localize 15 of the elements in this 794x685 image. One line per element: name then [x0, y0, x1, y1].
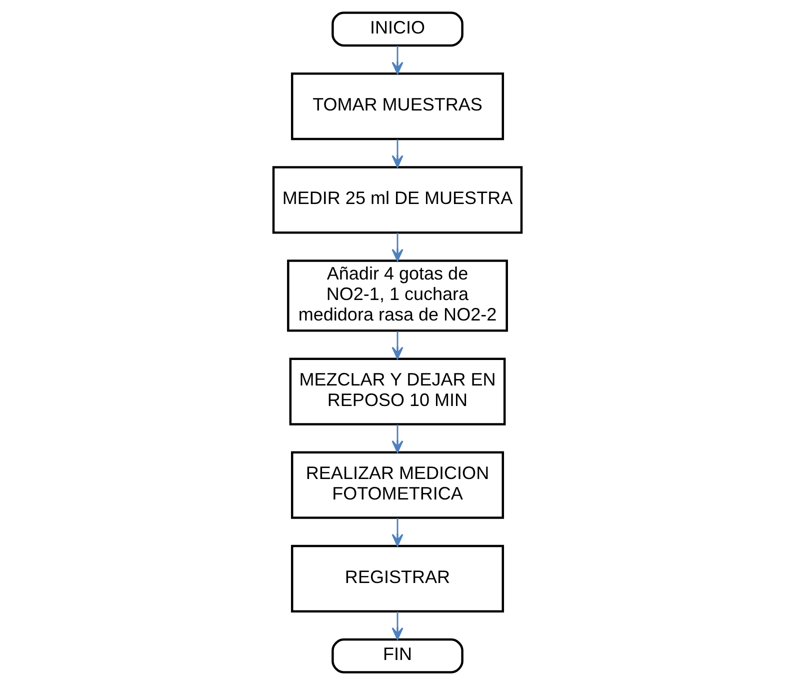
node-box: REGISTRAR	[290, 544, 504, 612]
arrow	[391, 612, 403, 640]
node-box: FIN	[331, 638, 463, 674]
node-box: MEDIR 25 ml DE MUESTRA	[272, 166, 522, 234]
arrow	[391, 518, 403, 546]
node-box: Añadir 4 gotas de NO2-1, 1 cuchara medidora rasa de NO2-2	[286, 260, 508, 332]
node-box: MEZCLAR Y DEJAR EN REPOSO 10 MIN	[288, 358, 506, 426]
node-box: INICIO	[331, 12, 463, 47]
arrow	[391, 424, 403, 453]
node-box: TOMAR MUESTRAS	[290, 72, 504, 140]
arrow	[391, 139, 403, 168]
node-box: REALIZAR MEDICION FOTOMETRICA	[290, 451, 504, 519]
arrow	[391, 46, 403, 74]
arrow	[391, 232, 403, 262]
arrow	[391, 331, 403, 360]
